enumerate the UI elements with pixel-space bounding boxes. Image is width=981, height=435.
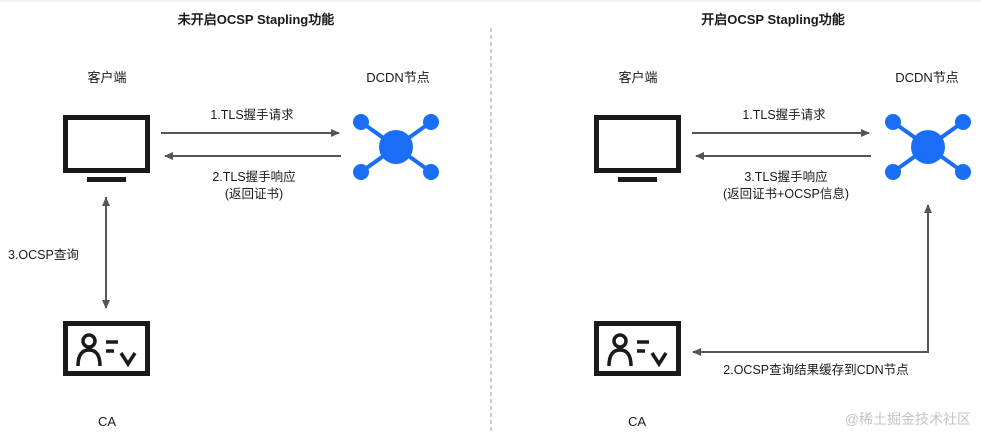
watermark: @稀土掘金技术社区 — [844, 411, 971, 427]
left-network-node-icon — [353, 114, 439, 180]
right-step3-label-line2: (返回证书+OCSP信息) — [722, 187, 850, 201]
left-step3-label: 3.OCSP查询 — [8, 248, 79, 262]
left-server-label: DCDN节点 — [366, 70, 430, 85]
left-step1-label: 1.TLS握手请求 — [210, 108, 294, 122]
right-certificate-icon — [594, 321, 681, 376]
left-ca-label: CA — [97, 414, 117, 429]
right-network-node-icon — [885, 114, 971, 180]
left-step2-label-line2: (返回证书) — [224, 187, 284, 201]
left-client-label: 客户端 — [87, 70, 127, 85]
right-step2-label: 2.OCSP查询结果缓存到CDN节点 — [723, 363, 909, 377]
left-step2-label-line1: 2.TLS握手响应 — [212, 170, 296, 184]
right-server-label: DCDN节点 — [895, 70, 959, 85]
right-step1-label: 1.TLS握手请求 — [742, 108, 826, 122]
right-ca-label: CA — [627, 414, 647, 429]
left-certificate-icon — [63, 321, 150, 376]
right-panel-title: 开启OCSP Stapling功能 — [701, 12, 845, 27]
right-client-label: 客户端 — [618, 70, 658, 85]
left-panel-title: 未开启OCSP Stapling功能 — [177, 12, 335, 27]
right-monitor-icon — [594, 115, 681, 182]
left-monitor-icon — [63, 115, 150, 182]
right-step3-label-line1: 3.TLS握手响应 — [744, 170, 828, 184]
